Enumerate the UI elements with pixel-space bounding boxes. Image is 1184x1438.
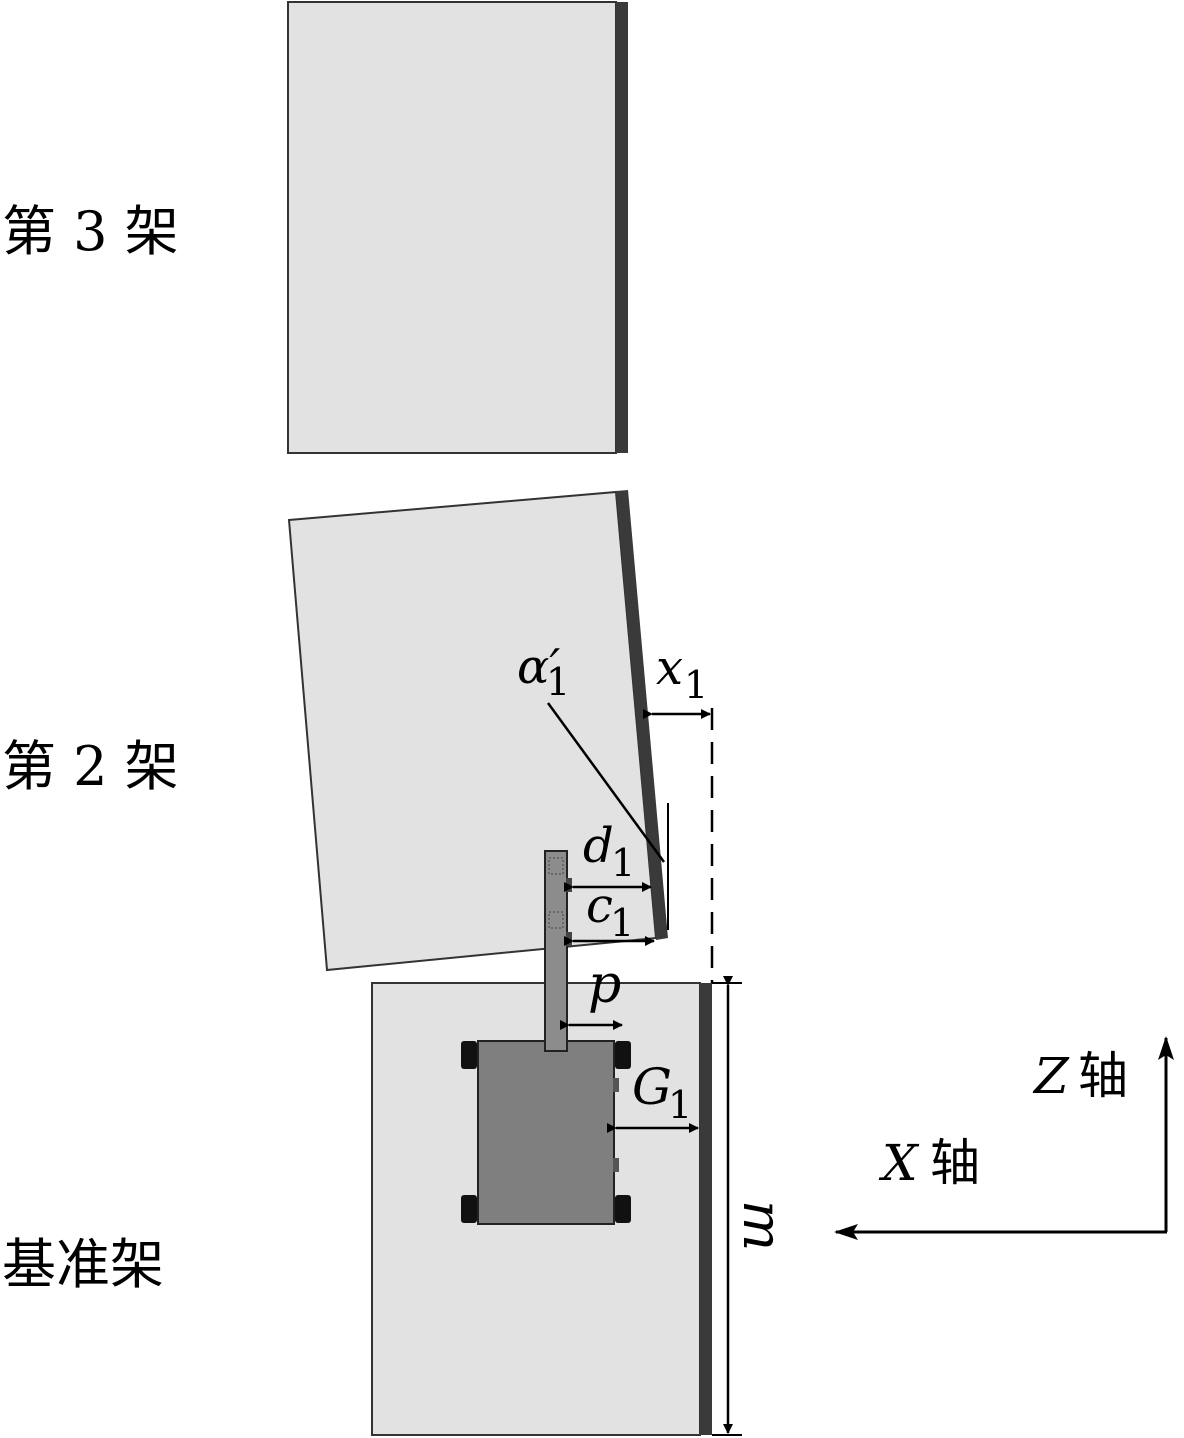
reference-plate xyxy=(700,983,712,1435)
sensor-window-1 xyxy=(548,857,564,875)
sensor-arm-bar xyxy=(544,850,568,1052)
alpha-subscript: 1 xyxy=(546,660,570,704)
support-3-panel xyxy=(287,1,617,454)
c1-symbol: c xyxy=(586,878,613,934)
g1-subscript: 1 xyxy=(668,1083,692,1127)
z-axis-letter: Z xyxy=(1032,1047,1070,1105)
d1-symbol: d xyxy=(583,818,614,874)
alpha-symbol: α′ xyxy=(517,639,560,695)
g1-symbol: G xyxy=(632,1058,672,1116)
sensor-nub-2 xyxy=(566,932,572,946)
sensor-window-2 xyxy=(548,911,564,929)
label-support-3: 第 3 架 xyxy=(2,200,179,263)
x-axis-word: 轴 xyxy=(930,1134,980,1192)
alpha-leader-line xyxy=(546,702,666,863)
device-side-nub-2 xyxy=(613,1158,619,1172)
m-symbol: m xyxy=(731,1200,794,1251)
device-foot-tl xyxy=(461,1041,477,1069)
c1-subscript: 1 xyxy=(610,901,634,945)
d1-subscript: 1 xyxy=(611,841,635,885)
z-axis-word: 轴 xyxy=(1078,1047,1128,1105)
sensor-nub-1 xyxy=(566,878,572,892)
support-3 xyxy=(287,1,628,454)
x1-subscript: 1 xyxy=(684,663,708,707)
x-axis-letter: X xyxy=(878,1134,920,1192)
label-reference-support: 基准架 xyxy=(2,1233,164,1296)
device-foot-tr xyxy=(615,1041,631,1069)
device-foot-bl xyxy=(461,1195,477,1223)
device-foot-br xyxy=(615,1195,631,1223)
support-3-plate xyxy=(616,2,628,453)
device-body xyxy=(477,1040,615,1225)
measurement-device xyxy=(461,1040,631,1225)
support-2-plate xyxy=(616,490,668,940)
axes xyxy=(834,1036,1174,1240)
x1-symbol: x xyxy=(656,640,683,696)
label-support-2: 第 2 架 xyxy=(2,735,179,798)
p-symbol: p xyxy=(588,955,621,1015)
sensor-arm xyxy=(544,850,572,1052)
device-side-nub-1 xyxy=(613,1078,619,1092)
